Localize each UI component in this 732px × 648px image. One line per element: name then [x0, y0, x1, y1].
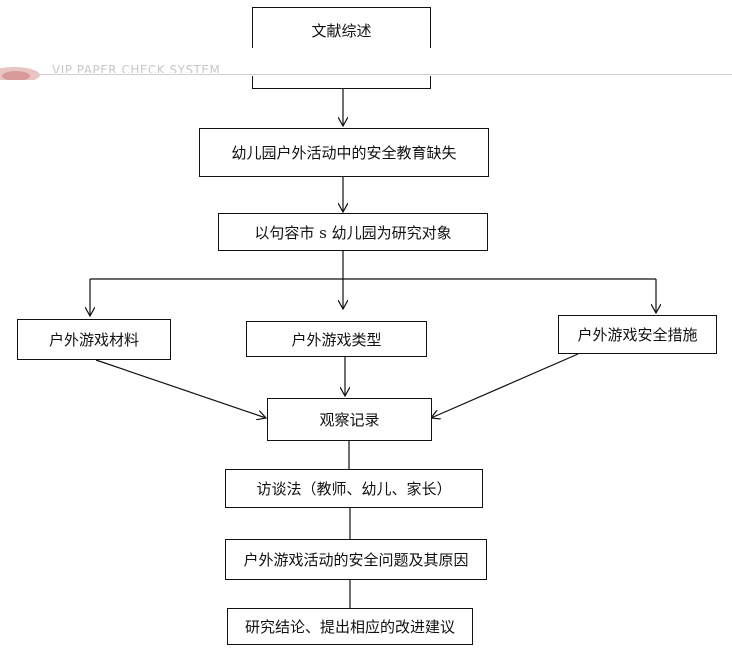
conclusion-suggestions-label: 研究结论、提出相应的改进建议 [244, 618, 455, 636]
game-safety-measures-label: 户外游戏安全措施 [577, 326, 698, 344]
safety-education-gap-box: 幼儿园户外活动中的安全教育缺失 [199, 128, 489, 177]
literature-review-box-bottom [252, 76, 431, 89]
watermark-divider-line [0, 74, 732, 75]
observation-record-label: 观察记录 [319, 411, 380, 429]
interview-method-box: 访谈法（教师、幼儿、家长） [225, 469, 483, 508]
game-types-label: 户外游戏类型 [291, 330, 382, 349]
safety-problems-causes-label: 户外游戏活动的安全问题及其原因 [243, 551, 469, 569]
literature-review-box: 文献综述 [252, 7, 431, 48]
literature-review-label: 文献综述 [311, 22, 372, 40]
safety-problems-causes-box: 户外游戏活动的安全问题及其原因 [225, 539, 487, 580]
research-object-label: 以句容市 s 幼儿园为研究对象 [254, 223, 452, 242]
game-materials-box: 户外游戏材料 [17, 319, 171, 360]
watermark-text: VIP PAPER CHECK SYSTEM [52, 63, 221, 73]
watermark-logo-icon [0, 67, 40, 80]
game-safety-measures-box: 户外游戏安全措施 [558, 315, 717, 354]
game-types-box: 户外游戏类型 [246, 321, 427, 357]
game-materials-label: 户外游戏材料 [48, 331, 139, 349]
safety-education-gap-label: 幼儿园户外活动中的安全教育缺失 [231, 144, 457, 162]
research-object-box: 以句容市 s 幼儿园为研究对象 [218, 213, 488, 251]
arrow-materials-to-observation [95, 359, 266, 418]
conclusion-suggestions-box: 研究结论、提出相应的改进建议 [227, 608, 473, 645]
arrow-measures-to-observation [431, 353, 579, 418]
observation-record-box: 观察记录 [267, 398, 432, 441]
interview-method-label: 访谈法（教师、幼儿、家长） [256, 480, 452, 498]
